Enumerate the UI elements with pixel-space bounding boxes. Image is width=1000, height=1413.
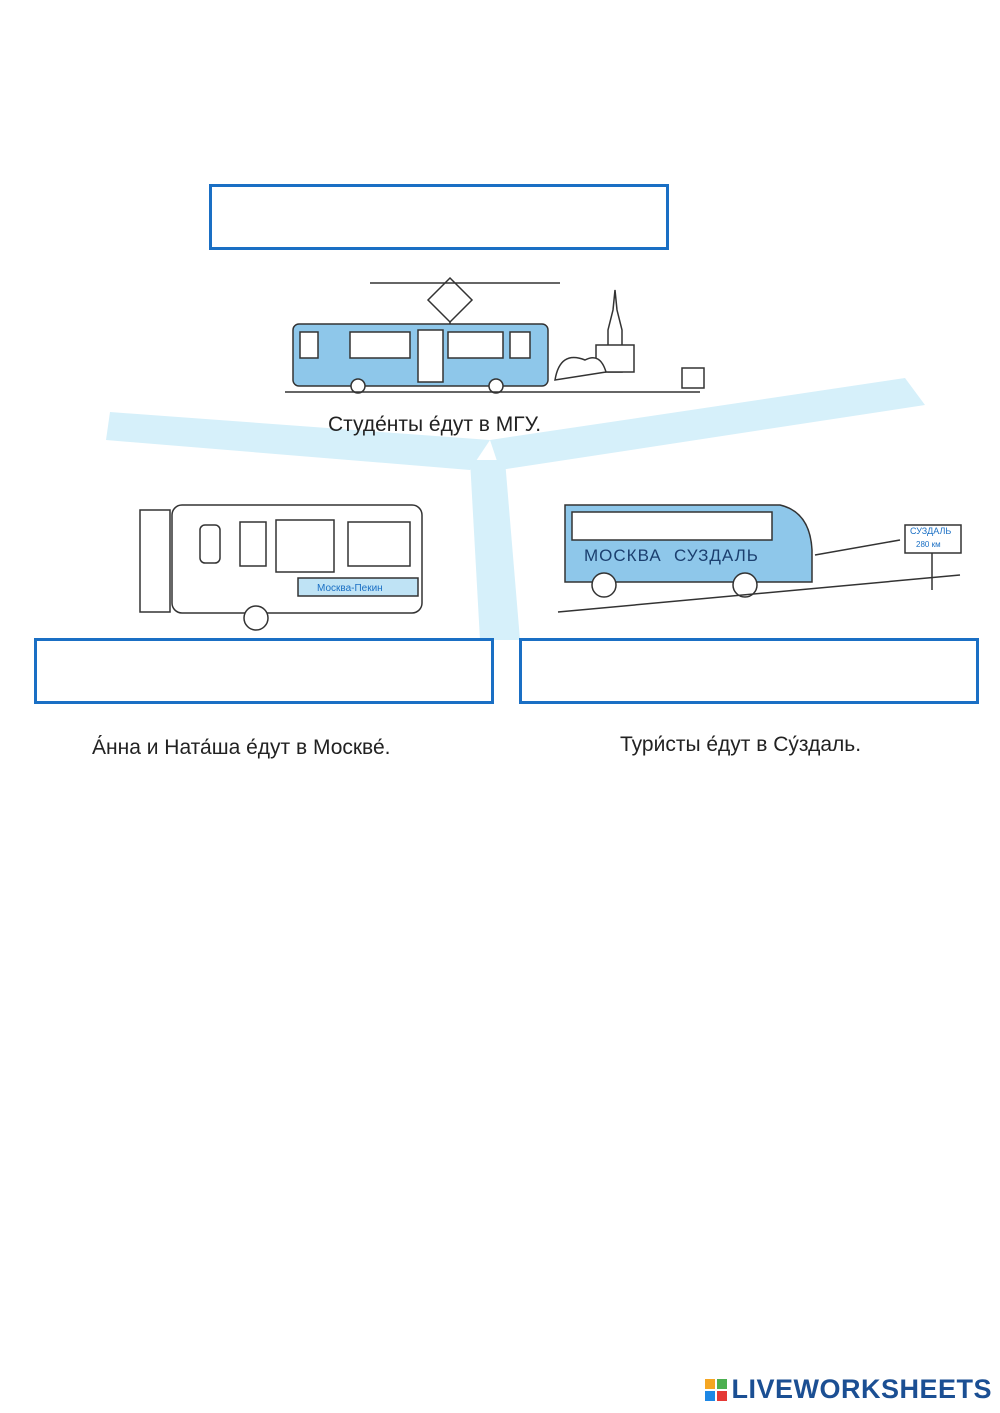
bus-illustration — [557, 504, 962, 613]
answer-box-train[interactable] — [34, 638, 494, 704]
brand-footer: LIVEWORKSHEETS — [705, 1374, 992, 1405]
connector-paths — [106, 378, 925, 640]
road-sign-distance: 280 км — [916, 540, 941, 549]
caption-train: А́нна и Ната́ша е́дут в Москве́. — [92, 736, 391, 759]
answer-box-bus[interactable] — [519, 638, 979, 704]
train-destination-sign: Москва-Пекин — [317, 583, 383, 594]
answer-box-tram[interactable] — [209, 184, 669, 250]
liveworksheets-logo-icon — [705, 1378, 728, 1401]
bus-side-text-right: СУЗДАЛЬ — [674, 546, 759, 565]
caption-bus: Тури́сты е́дут в Су́здаль. — [620, 733, 862, 756]
tram-illustration — [285, 276, 705, 394]
road-sign-city: СУЗДАЛЬ — [910, 526, 952, 536]
brand-name: LIVEWORKSHEETS — [731, 1374, 992, 1404]
train-illustration — [139, 504, 423, 631]
caption-tram: Студе́нты е́дут в МГУ. — [328, 413, 542, 436]
bus-side-text-left: МОСКВА — [584, 546, 662, 565]
